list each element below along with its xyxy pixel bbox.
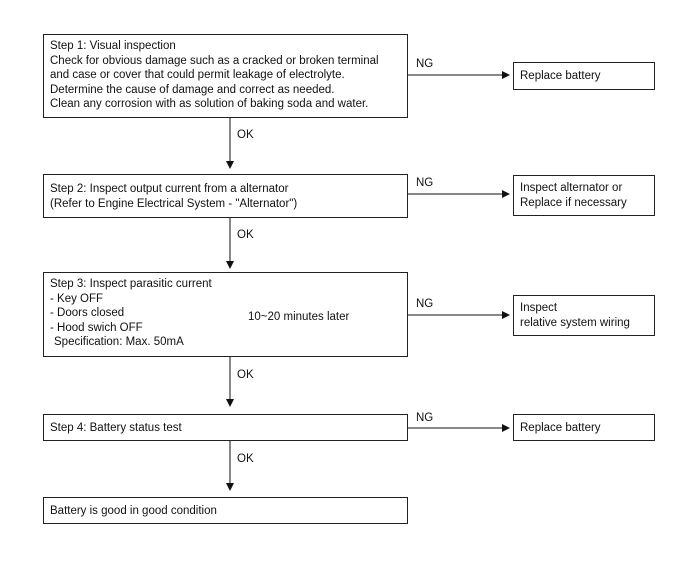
final-label: Battery is good in good condition — [50, 505, 217, 517]
step3-bracket-note: 10~20 minutes later — [248, 311, 350, 323]
ng-label: NG — [416, 412, 434, 424]
result-box-3: Inspect relative system wiring — [513, 295, 655, 336]
step4-label: Step 4: Battery status test — [50, 422, 182, 434]
ng-label: NG — [416, 177, 434, 189]
result-line: Replace if necessary — [520, 196, 627, 209]
ok-label: OK — [237, 369, 254, 381]
result-box-1: Replace battery — [513, 62, 655, 90]
ng-label: NG — [416, 298, 434, 310]
result-line: Replace battery — [520, 70, 601, 82]
step1-line: Determine the cause of damage and correc… — [50, 83, 335, 96]
result-line: Replace battery — [520, 422, 601, 434]
step2-line: (Refer to Engine Electrical System - "Al… — [50, 197, 298, 210]
step2-line: Step 2: Inspect output current from a al… — [50, 183, 289, 195]
ok-label: OK — [237, 229, 254, 241]
final-box: Battery is good in good condition — [43, 497, 408, 524]
step3-box: Step 3: Inspect parasitic current - Key … — [43, 272, 408, 357]
step3-spec: Specification: Max. 50mA — [54, 336, 184, 348]
result-box-2: Inspect alternator or Replace if necessa… — [513, 175, 655, 216]
step3-item: - Key OFF — [50, 292, 104, 305]
step3-title: Step 3: Inspect parasitic current — [50, 278, 212, 290]
ok-label: OK — [237, 453, 254, 465]
ok-label: OK — [237, 129, 254, 141]
step4-box: Step 4: Battery status test — [43, 414, 408, 441]
result-line: relative system wiring — [520, 316, 630, 329]
step2-box: Step 2: Inspect output current from a al… — [43, 174, 408, 218]
result-line: Inspect — [520, 302, 558, 314]
result-box-4: Replace battery — [513, 414, 655, 441]
step1-line: Step 1: Visual inspection — [50, 40, 176, 52]
step1-line: Check for obvious damage such as a crack… — [50, 54, 379, 67]
step1-line: and case or cover that could permit leak… — [50, 69, 345, 81]
step1-line: Clean any corrosion with as solution of … — [50, 98, 369, 110]
ng-label: NG — [416, 58, 434, 70]
step3-item: - Hood swich OFF — [50, 321, 143, 334]
step1-box: Step 1: Visual inspection Check for obvi… — [43, 34, 408, 118]
result-line: Inspect alternator or — [520, 182, 623, 194]
step3-item: - Doors closed — [50, 307, 125, 319]
